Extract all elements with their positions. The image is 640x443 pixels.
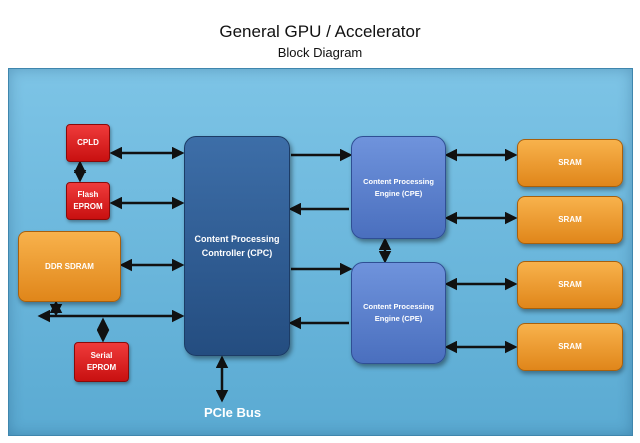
sram-block-3: SRAM	[517, 261, 623, 309]
ddr-sdram-label: DDR SDRAM	[45, 261, 94, 271]
sram-label-3: SRAM	[558, 280, 582, 290]
sram-block-2: SRAM	[517, 196, 623, 244]
serial-eprom-label: EPROM	[86, 363, 117, 372]
cpc-label-line1: Content Processing	[194, 233, 280, 244]
sram-label-2: SRAM	[558, 215, 582, 225]
sram-block-1: SRAM	[517, 139, 623, 187]
flash-label: Flash	[77, 190, 99, 200]
ddr-sdram-block: DDR SDRAM	[18, 231, 121, 302]
pcie-bus-label: PCIe Bus	[204, 405, 262, 420]
cpe-top-label-line2: Engine (CPE)	[374, 188, 423, 198]
cpe-bottom-label-line1: Content Processing	[363, 302, 434, 311]
cpe-bottom-block: Content Processing Engine (CPE)	[351, 262, 446, 364]
serial-label: Serial	[90, 351, 113, 361]
sram-block-4: SRAM	[517, 323, 623, 371]
flash-eprom-label: EPROM	[73, 202, 103, 211]
sram-label-4: SRAM	[558, 342, 582, 352]
cpld-block: CPLD	[66, 124, 110, 162]
cpe-top-label-line1: Content Processing	[363, 176, 434, 186]
cpe-top-block: Content Processing Engine (CPE)	[351, 136, 446, 239]
serial-eprom-block: Serial EPROM	[74, 342, 129, 382]
cpc-block: Content Processing Controller (CPC)	[184, 136, 290, 356]
diagram-subtitle: Block Diagram	[277, 45, 363, 60]
cpc-label-line2: Controller (CPC)	[201, 248, 273, 258]
sram-label-1: SRAM	[558, 158, 582, 168]
cpld-label: CPLD	[77, 138, 99, 148]
diagram-title: General GPU / Accelerator	[219, 22, 421, 41]
flash-eprom-block: Flash EPROM	[66, 182, 110, 220]
cpe-bottom-label-line2: Engine (CPE)	[374, 314, 423, 323]
